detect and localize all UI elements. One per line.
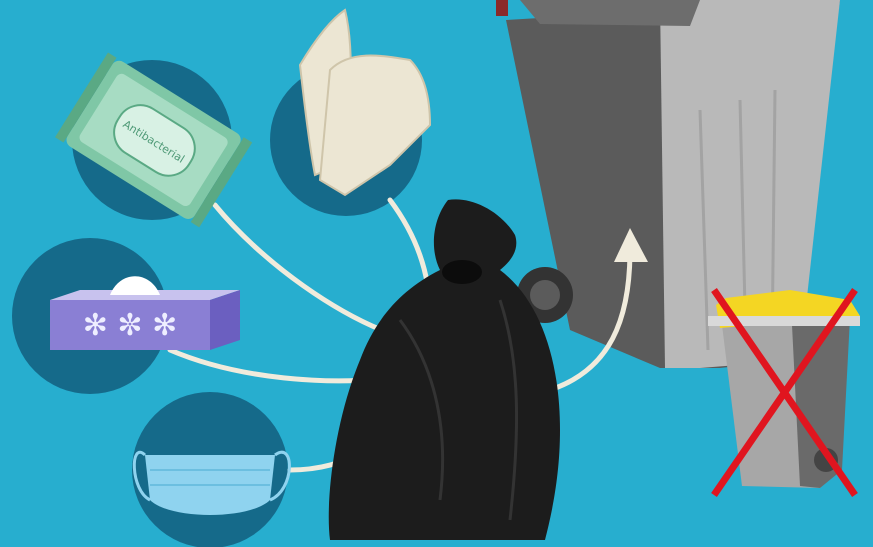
- tissue-snowflakes: ✻ ✼ ✻: [83, 308, 177, 343]
